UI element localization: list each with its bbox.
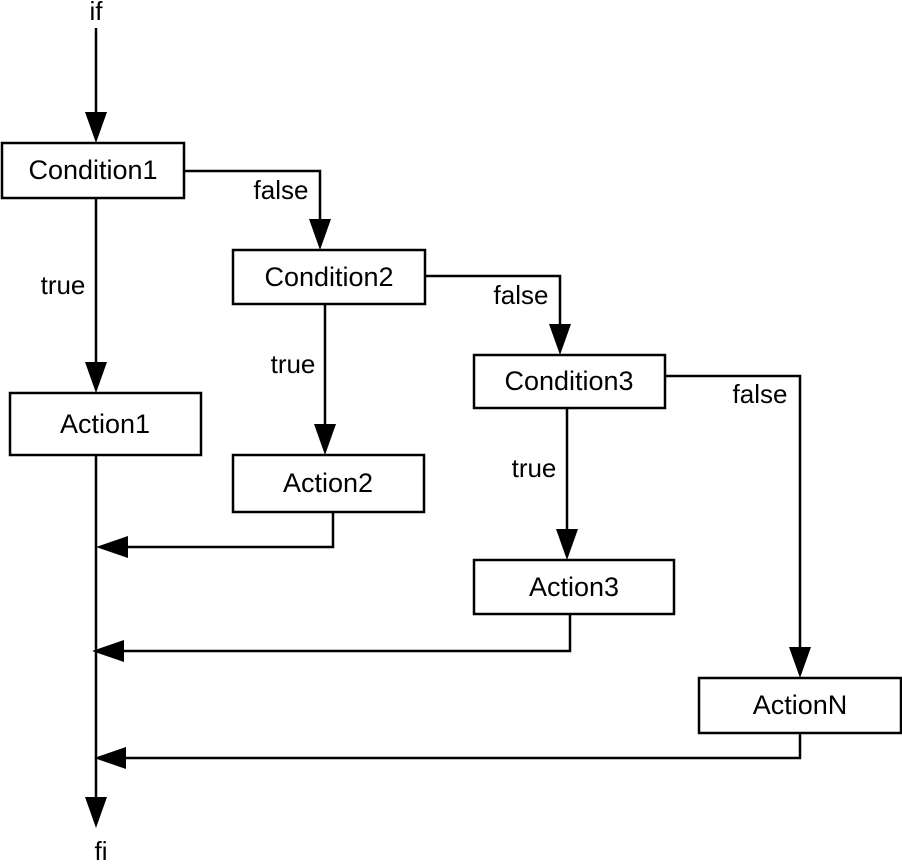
c1-false-connector: [184, 169, 322, 225]
action3-return-connector: [124, 614, 572, 653]
action3-label: Action3: [529, 572, 619, 602]
arrow-to-action2: [314, 424, 336, 455]
action1-box: Action1: [8, 391, 203, 457]
condition3-label: Condition3: [504, 366, 633, 396]
condition1-label: Condition1: [28, 155, 157, 185]
action2-label: Action2: [283, 468, 373, 498]
c3-false-label: false: [733, 379, 788, 409]
arrow-to-actionN: [789, 647, 811, 678]
action2-box: Action2: [231, 453, 426, 514]
condition3-box: Condition3: [472, 353, 667, 410]
condition2-label: Condition2: [264, 262, 393, 292]
arrow-to-condition2: [309, 219, 331, 250]
entry-label: if: [90, 0, 104, 26]
action2-return-connector: [128, 512, 335, 549]
arrow-to-exit: [85, 797, 107, 828]
c1-false-label: false: [254, 175, 309, 205]
arrow-action3-merge: [92, 640, 124, 662]
actionN-label: ActionN: [753, 690, 848, 720]
condition1-box: Condition1: [0, 141, 186, 200]
arrow-actionN-merge: [94, 747, 126, 769]
arrow-to-condition3: [549, 324, 571, 355]
c3-true-label: true: [512, 453, 557, 483]
c3-false-connector: [665, 374, 802, 653]
arrow-to-condition1: [85, 112, 107, 143]
c2-true-label: true: [271, 349, 316, 379]
arrow-to-action1: [85, 362, 107, 393]
condition2-box: Condition2: [231, 248, 427, 306]
arrow-to-action3: [556, 529, 578, 560]
c1-true-label: true: [41, 270, 86, 300]
exit-label: fi: [95, 836, 108, 865]
c2-false-label: false: [494, 280, 549, 310]
action3-box: Action3: [472, 558, 676, 616]
c2-false-connector: [425, 274, 562, 330]
actionN-box: ActionN: [697, 676, 902, 735]
arrow-action2-merge: [96, 536, 128, 558]
action1-label: Action1: [60, 409, 150, 439]
actionN-return-connector: [126, 733, 802, 760]
